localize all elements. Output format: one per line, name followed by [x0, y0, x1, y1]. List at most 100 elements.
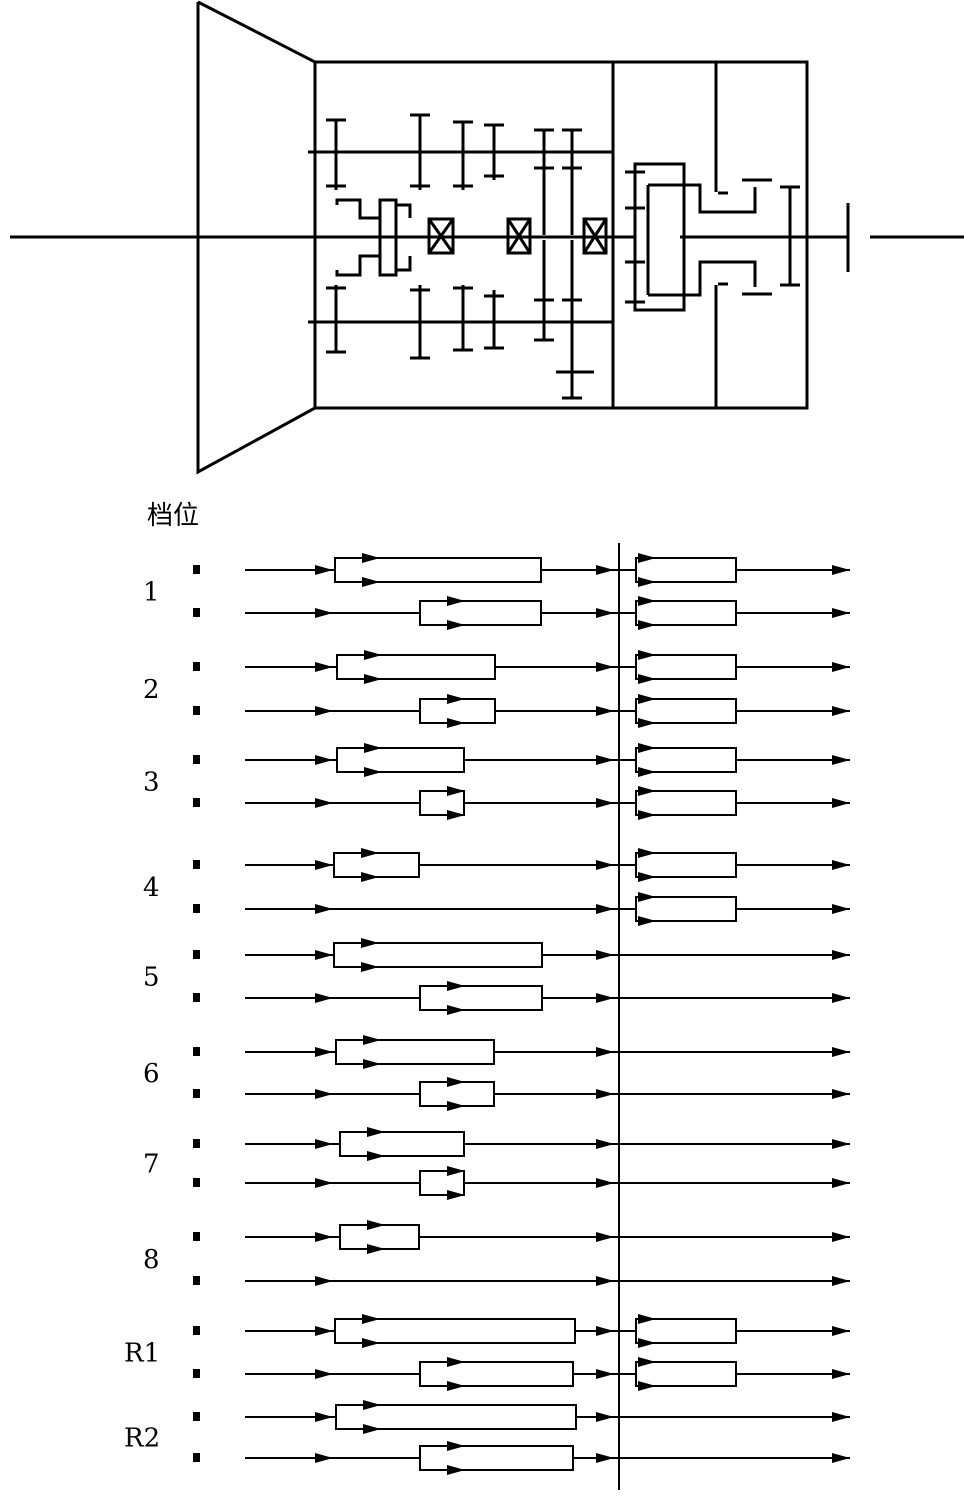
- flow-arrow: [596, 755, 614, 765]
- flow-arrow: [832, 1412, 850, 1422]
- flow-arrow: [596, 1453, 614, 1463]
- flow-arrow: [596, 608, 614, 618]
- shaft-marker-icon: [193, 1453, 200, 1462]
- splitter-hub: [378, 198, 398, 277]
- flow-arrow: [315, 798, 333, 808]
- flow-arrow: [596, 904, 614, 914]
- flow-arrow: [596, 1232, 614, 1242]
- shaft-marker-icon: [193, 1326, 200, 1335]
- shaft-marker-icon: [193, 950, 200, 959]
- flow-arrow: [596, 798, 614, 808]
- flow-arrow: [596, 950, 614, 960]
- gear-set: [326, 113, 594, 400]
- flow-arrow: [596, 706, 614, 716]
- flow-arrow: [315, 1453, 333, 1463]
- splitter-body-lower: [335, 254, 412, 277]
- flow-arrow: [832, 993, 850, 1003]
- flow-arrow: [596, 1412, 614, 1422]
- gear-label: 8: [143, 1245, 160, 1275]
- flow-arrow: [315, 1412, 333, 1422]
- flow-arrow: [315, 706, 333, 716]
- flow-arrow: [315, 1369, 333, 1379]
- range-box: [635, 1318, 737, 1344]
- flow-arrow: [832, 755, 850, 765]
- gear-label: 3: [143, 768, 160, 798]
- shaft-marker-icon: [193, 565, 200, 574]
- flow-arrow: [596, 662, 614, 672]
- gear-label: 6: [143, 1059, 160, 1089]
- flow-arrow: [832, 608, 850, 618]
- flow-arrow: [832, 1089, 850, 1099]
- shaft-marker-icon: [193, 860, 200, 869]
- synchronizer-icons: [427, 217, 608, 255]
- splitter-body-upper: [335, 198, 412, 220]
- flow-arrow: [832, 904, 850, 914]
- flow-arrow: [596, 860, 614, 870]
- gear-path-box: [419, 1445, 574, 1471]
- range-box: [635, 747, 737, 773]
- gear-path-box: [336, 654, 496, 680]
- range-box: [635, 698, 737, 724]
- shaft-marker-icon: [193, 1139, 200, 1148]
- flow-arrow: [315, 950, 333, 960]
- shaft-marker-icon: [193, 1089, 200, 1098]
- shaft-marker-icon: [193, 1369, 200, 1378]
- gear-path-box: [419, 1170, 465, 1196]
- flow-arrow: [315, 904, 333, 914]
- shaft-marker-icon: [193, 706, 200, 715]
- gear-path-box: [419, 1081, 495, 1107]
- range-planetary: [625, 162, 800, 312]
- shaft-marker-icon: [193, 904, 200, 913]
- gear-path-box: [419, 698, 496, 724]
- flow-arrow: [315, 1232, 333, 1242]
- flow-arrow: [315, 993, 333, 1003]
- flow-arrow: [832, 950, 850, 960]
- flow-arrow: [596, 1178, 614, 1188]
- flow-arrow: [832, 1178, 850, 1188]
- gear-label: 4: [143, 873, 160, 903]
- flow-arrow: [315, 1139, 333, 1149]
- flow-arrow: [315, 1178, 333, 1188]
- gear-label: R1: [124, 1339, 160, 1369]
- gear-label: 1: [143, 578, 160, 608]
- flow-arrow: [832, 1232, 850, 1242]
- flow-arrow: [832, 1453, 850, 1463]
- shaft-marker-icon: [193, 755, 200, 764]
- shaft-marker-icon: [193, 1276, 200, 1285]
- flow-arrow: [832, 662, 850, 672]
- shaft-marker-icon: [193, 1047, 200, 1056]
- gear-path-box: [339, 1224, 420, 1250]
- flow-arrow: [596, 1089, 614, 1099]
- flow-arrow: [596, 1326, 614, 1336]
- flow-arrow: [315, 1047, 333, 1057]
- flow-arrow: [832, 1369, 850, 1379]
- flow-arrow: [315, 608, 333, 618]
- flow-arrow: [832, 565, 850, 575]
- shaft-marker-icon: [193, 1178, 200, 1187]
- flow-arrow: [832, 706, 850, 716]
- flow-arrow: [832, 1047, 850, 1057]
- flow-arrow: [832, 1326, 850, 1336]
- gear-path-box: [334, 1318, 576, 1344]
- gear-path-box: [419, 600, 542, 626]
- gear-path-box: [419, 985, 543, 1011]
- gear-path-box: [419, 790, 465, 816]
- gear-path-box: [419, 1361, 574, 1387]
- flow-arrow: [315, 565, 333, 575]
- flow-arrow: [315, 662, 333, 672]
- range-box: [635, 852, 737, 878]
- gear-path-box: [335, 1404, 577, 1430]
- flow-arrow: [596, 565, 614, 575]
- gear-label: R2: [124, 1424, 160, 1454]
- flow-arrow: [832, 1276, 850, 1286]
- shaft-marker-icon: [193, 1232, 200, 1241]
- shaft-marker-icon: [193, 1412, 200, 1421]
- flow-arrow: [596, 1139, 614, 1149]
- flow-arrow: [832, 798, 850, 808]
- gear-label: 5: [143, 963, 160, 993]
- flow-arrow: [832, 1139, 850, 1149]
- flow-arrow: [596, 1369, 614, 1379]
- shaft-marker-icon: [193, 798, 200, 807]
